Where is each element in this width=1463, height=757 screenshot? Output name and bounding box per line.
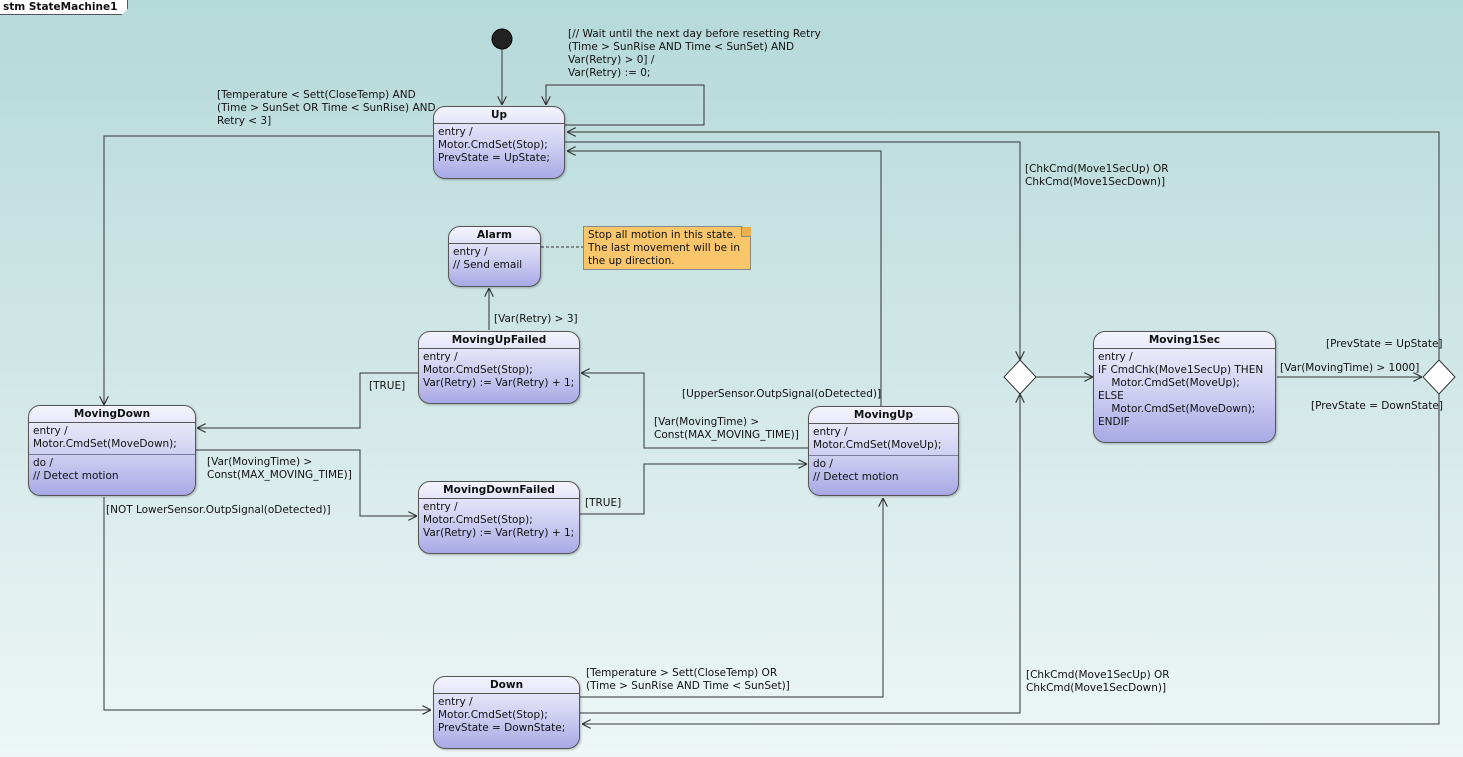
label-up-self: [// Wait until the next day before reset… xyxy=(568,28,821,79)
state-name: Up xyxy=(434,107,564,124)
state-name: MovingDown xyxy=(29,406,195,423)
moving-up-to-failed xyxy=(581,373,808,449)
note-fold-corner xyxy=(741,227,751,237)
label-moving-down-to-failed: [Var(MovingTime) > Const(MAX_MOVING_TIME… xyxy=(207,456,352,481)
prev-down-to-down xyxy=(582,394,1440,724)
down-to-choice xyxy=(580,394,1020,714)
initial-node xyxy=(491,28,513,50)
label-prev-down: [PrevState = DownState] xyxy=(1311,400,1443,412)
label-down-to-moving-up: [Temperature > Sett(CloseTemp) OR (Time … xyxy=(586,667,790,692)
diagram-title: stm StateMachine1 xyxy=(0,0,128,15)
label-failed-to-moving-down: [TRUE] xyxy=(369,380,406,392)
state-body: entry / Motor.CmdSet(Stop); PrevState = … xyxy=(438,126,550,164)
moving-up-to-up xyxy=(567,151,882,406)
do-activity: do / // Detect motion xyxy=(809,455,958,484)
label-failed-to-alarm: [Var(Retry) > 3] xyxy=(494,313,578,325)
up-to-moving-down xyxy=(104,135,433,405)
state-name: MovingUp xyxy=(809,407,958,424)
choice-node-left xyxy=(1003,359,1037,395)
state-name: Alarm xyxy=(449,227,540,244)
label-down-to-choice: [ChkCmd(Move1SecUp) OR ChkCmd(Move1SecDo… xyxy=(1026,669,1170,694)
up-to-choice xyxy=(565,141,1020,360)
down-failed-to-moving-up xyxy=(580,464,807,515)
label-up-to-choice: [ChkCmd(Move1SecUp) OR ChkCmd(Move1SecDo… xyxy=(1025,163,1169,188)
state-moving-up-failed[interactable]: MovingUpFailed entry / Motor.CmdSet(Stop… xyxy=(418,331,580,404)
state-body: entry / IF CmdChk(Move1SecUp) THEN Motor… xyxy=(1098,351,1264,428)
state-body: entry / // Send email xyxy=(453,246,523,271)
state-moving-down[interactable]: MovingDown entry / Motor.CmdSet(MoveDown… xyxy=(28,405,196,496)
state-name: Down xyxy=(434,677,579,694)
moving-down-to-down xyxy=(103,497,431,710)
do-activity: do / // Detect motion xyxy=(29,454,195,483)
state-up[interactable]: Up entry / Motor.CmdSet(Stop); PrevState… xyxy=(433,106,565,179)
state-moving-down-failed[interactable]: MovingDownFailed entry / Motor.CmdSet(St… xyxy=(418,481,580,554)
label-moving-up-to-up: [UpperSensor.OutpSignal(oDetected)] xyxy=(682,388,882,400)
up-self-transition xyxy=(546,84,705,126)
state-body: entry / Motor.CmdSet(MoveDown);do / // D… xyxy=(29,423,195,483)
state-body: entry / Motor.CmdSet(Stop); Var(Retry) :… xyxy=(423,501,575,539)
state-down[interactable]: Down entry / Motor.CmdSet(Stop); PrevSta… xyxy=(433,676,580,749)
down-to-moving-up xyxy=(580,498,883,698)
state-name: Moving1Sec xyxy=(1094,332,1275,349)
state-moving-1sec[interactable]: Moving1Sec entry / IF CmdChk(Move1SecUp)… xyxy=(1093,331,1276,443)
state-alarm[interactable]: Alarm entry / // Send email xyxy=(448,226,541,287)
choice-node-right xyxy=(1422,359,1456,395)
state-body: entry / Motor.CmdSet(MoveUp);do / // Det… xyxy=(809,424,958,484)
state-name: MovingUpFailed xyxy=(419,332,579,349)
label-down-failed-to-moving-up: [TRUE] xyxy=(585,497,622,509)
moving-down-to-failed xyxy=(196,449,417,516)
label-up-to-moving-down: [Temperature < Sett(CloseTemp) AND (Time… xyxy=(217,89,436,127)
failed-to-moving-down xyxy=(197,372,418,428)
alarm-note: Stop all motion in this state. The last … xyxy=(583,226,751,270)
label-moving-down-to-down: [NOT LowerSensor.OutpSignal(oDetected)] xyxy=(106,504,331,516)
state-body: entry / Motor.CmdSet(Stop); PrevState = … xyxy=(438,696,566,734)
state-body: entry / Motor.CmdSet(Stop); Var(Retry) :… xyxy=(423,351,575,389)
prev-up-to-up xyxy=(567,132,1440,360)
label-prev-up: [PrevState = UpState] xyxy=(1326,338,1443,350)
label-moving-time: [Var(MovingTime) > 1000] xyxy=(1280,362,1420,374)
state-name: MovingDownFailed xyxy=(419,482,579,499)
state-moving-up[interactable]: MovingUp entry / Motor.CmdSet(MoveUp);do… xyxy=(808,406,959,496)
label-moving-up-to-failed: [Var(MovingTime) > Const(MAX_MOVING_TIME… xyxy=(654,416,799,441)
